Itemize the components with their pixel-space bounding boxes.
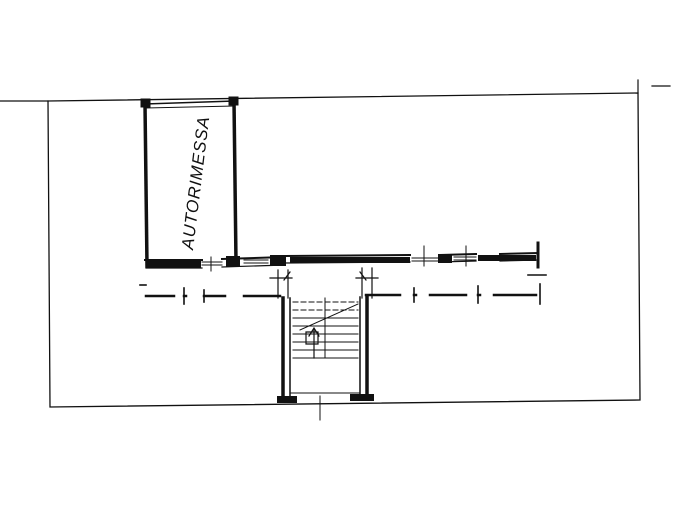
garage-wall-top — [144, 100, 235, 105]
garage-wall-left — [143, 102, 149, 268]
dimension-line — [144, 293, 538, 298]
stair-direction-mark — [305, 331, 319, 345]
facade-wall-solid-right — [478, 255, 536, 261]
room-label-garage: AUTORIMESSA — [178, 115, 213, 252]
facade-windows — [201, 245, 477, 272]
garage-corner-tr — [228, 96, 239, 106]
facade-pier-3 — [438, 254, 452, 263]
stair-base-left — [277, 396, 297, 403]
site-boundary — [47, 92, 641, 408]
facade-pier-2 — [270, 255, 286, 266]
stair-base-right — [350, 394, 374, 401]
stair-treads — [292, 297, 359, 359]
garage-corner-tl — [140, 98, 151, 108]
stair-jambs — [269, 267, 379, 299]
facade-pier-1 — [226, 256, 240, 267]
garage-wall-right — [232, 99, 238, 264]
garage-wall-top-2 — [145, 105, 235, 109]
dimension-ticks — [139, 274, 547, 305]
facade-wall-solid-left — [146, 259, 201, 268]
facade-wall-solid-center — [290, 257, 410, 263]
